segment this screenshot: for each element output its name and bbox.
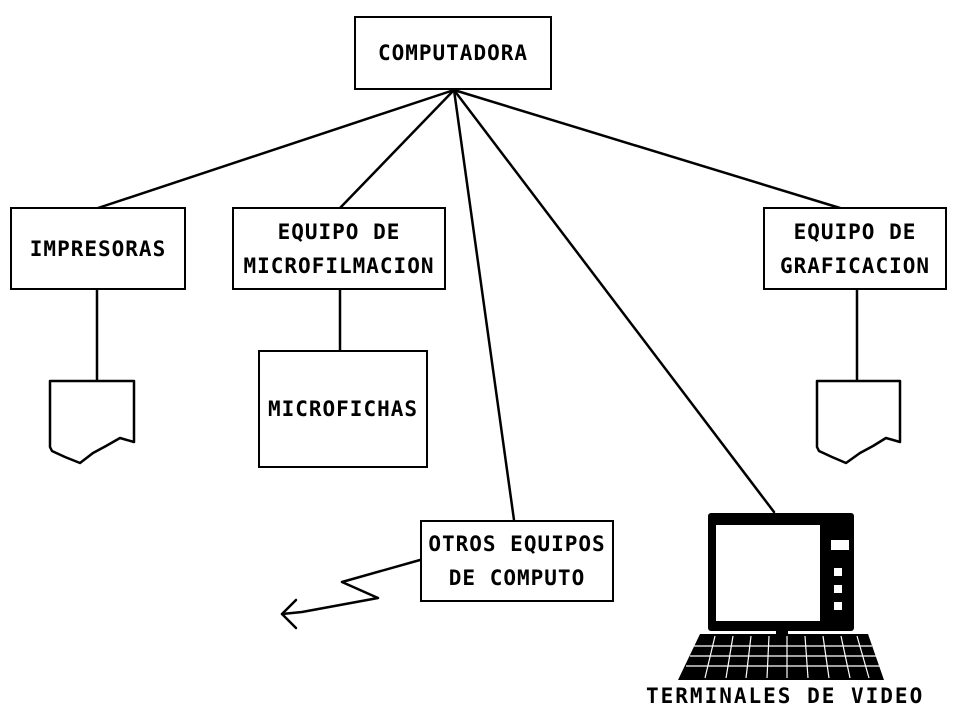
- document-icon-impresoras: [48, 379, 136, 465]
- node-computadora-label: COMPUTADORA: [377, 41, 529, 65]
- connector-graficacion: [452, 88, 842, 210]
- node-microfichas-label: MICROFICHAS: [267, 397, 419, 421]
- zigzag-arrow-icon: [280, 558, 422, 630]
- terminales-caption: TERMINALES DE VIDEO: [646, 684, 925, 708]
- node-computadora: COMPUTADORA: [354, 16, 552, 90]
- connector-impresoras: [96, 88, 456, 210]
- connector-otros-equipos: [452, 88, 516, 522]
- connector-terminales: [452, 88, 776, 514]
- node-otros-equipos-line-2: DE COMPUTO: [448, 566, 586, 590]
- node-equipo-graficacion: EQUIPO DE GRAFICACION: [763, 207, 947, 290]
- node-impresoras: IMPRESORAS: [10, 207, 186, 290]
- node-graficacion-line-2: GRAFICACION: [779, 253, 931, 278]
- node-impresoras-label: IMPRESORAS: [29, 236, 167, 261]
- node-otros-equipos: OTROS EQUIPOS DE COMPUTO: [420, 520, 614, 602]
- node-graficacion-line-1: EQUIPO DE: [793, 219, 917, 244]
- video-terminal-icon: [678, 513, 884, 680]
- node-equipo-microfilmacion: EQUIPO DE MICROFILMACION: [232, 207, 446, 290]
- node-microfilmacion-line-2: MICROFILMACION: [243, 253, 435, 278]
- node-otros-equipos-line-1: OTROS EQUIPOS: [428, 532, 606, 556]
- document-icon-graficacion: [815, 379, 902, 465]
- node-microfilmacion-line-1: EQUIPO DE: [277, 219, 401, 244]
- node-microfichas: MICROFICHAS: [258, 350, 428, 468]
- connector-microfilmacion: [338, 88, 456, 210]
